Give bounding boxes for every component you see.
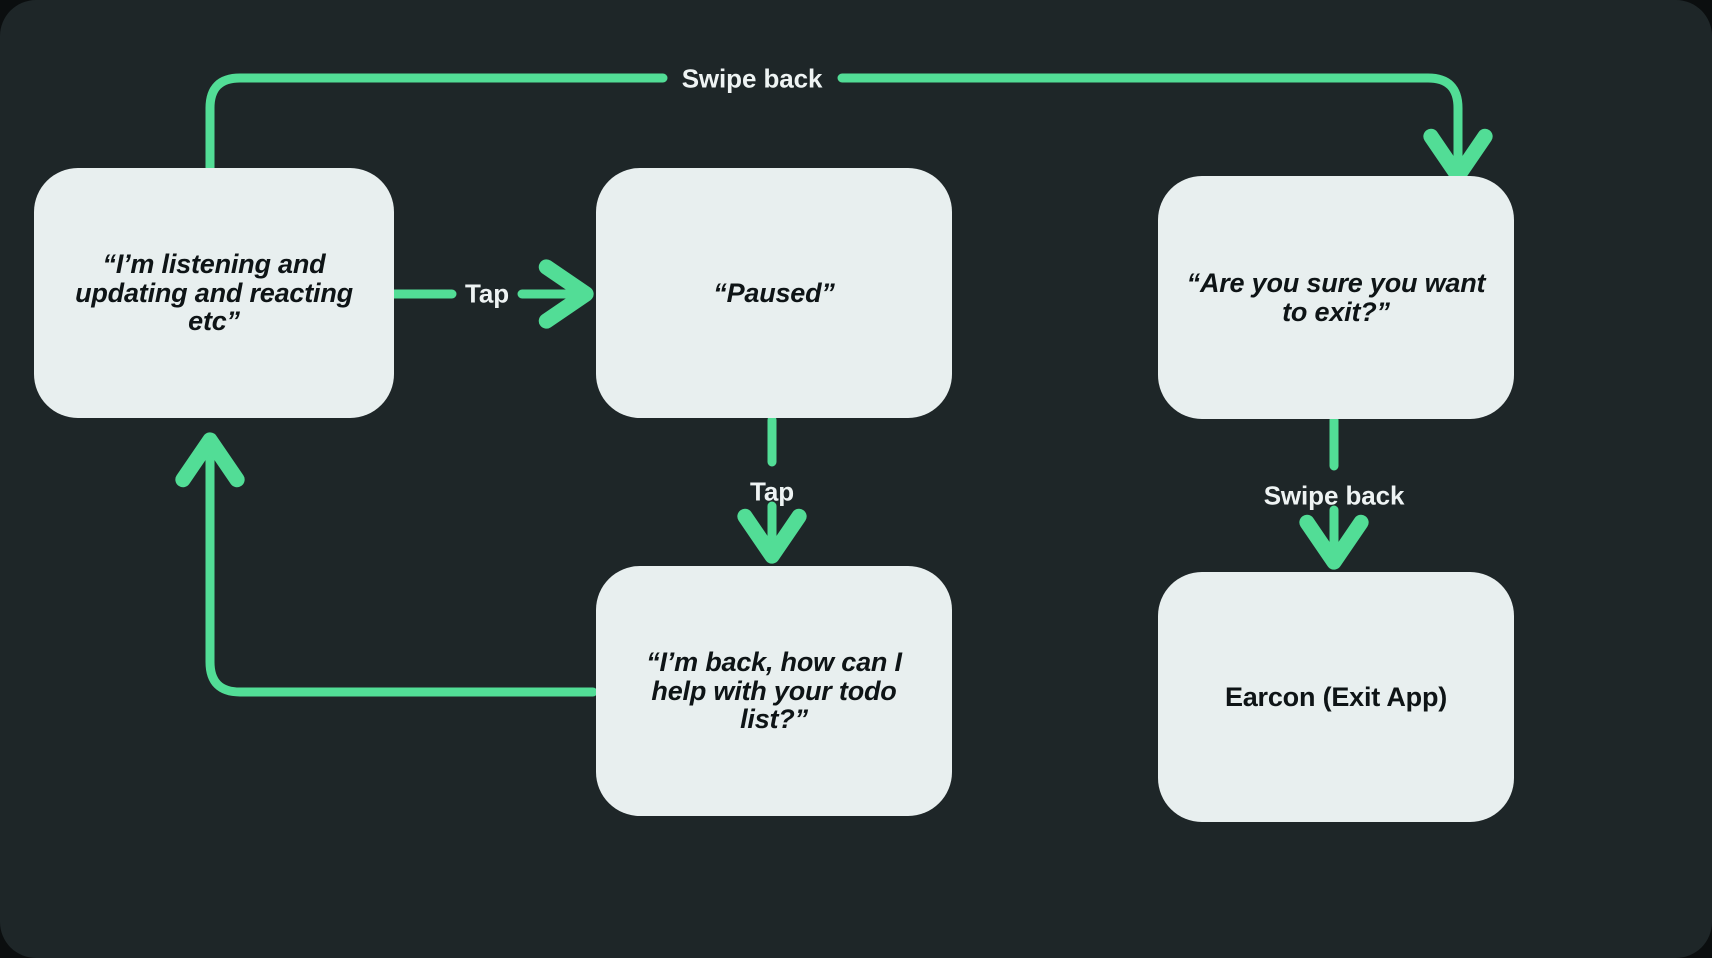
node-listening-label: “I’m listening and updating and reacting… bbox=[75, 248, 353, 337]
node-paused[interactable]: “Paused” bbox=[596, 168, 952, 418]
edge-label-swipe-back-right: Swipe back bbox=[1263, 480, 1405, 511]
edge-label-tap-vertical: Tap bbox=[750, 476, 794, 507]
edge-label-tap-horizontal: Tap bbox=[465, 278, 509, 309]
node-paused-label: “Paused” bbox=[713, 277, 835, 308]
edge-im-back-to-listening bbox=[175, 432, 598, 697]
edge-label-swipe-back-top: Swipe back bbox=[681, 63, 823, 94]
node-earcon-label: Earcon (Exit App) bbox=[1224, 681, 1448, 712]
node-im-back-label: “I’m back, how can I help with your todo… bbox=[646, 646, 902, 735]
node-im-back[interactable]: “I’m back, how can I help with your todo… bbox=[596, 566, 952, 816]
node-confirm-exit[interactable]: “Are you sure you want to exit?” bbox=[1158, 176, 1514, 419]
node-earcon[interactable]: Earcon (Exit App) bbox=[1158, 572, 1514, 822]
edge-listening-to-confirm-exit bbox=[205, 73, 1458, 176]
node-confirm-exit-label: “Are you sure you want to exit?” bbox=[1186, 267, 1486, 327]
node-listening[interactable]: “I’m listening and updating and reacting… bbox=[34, 168, 394, 418]
